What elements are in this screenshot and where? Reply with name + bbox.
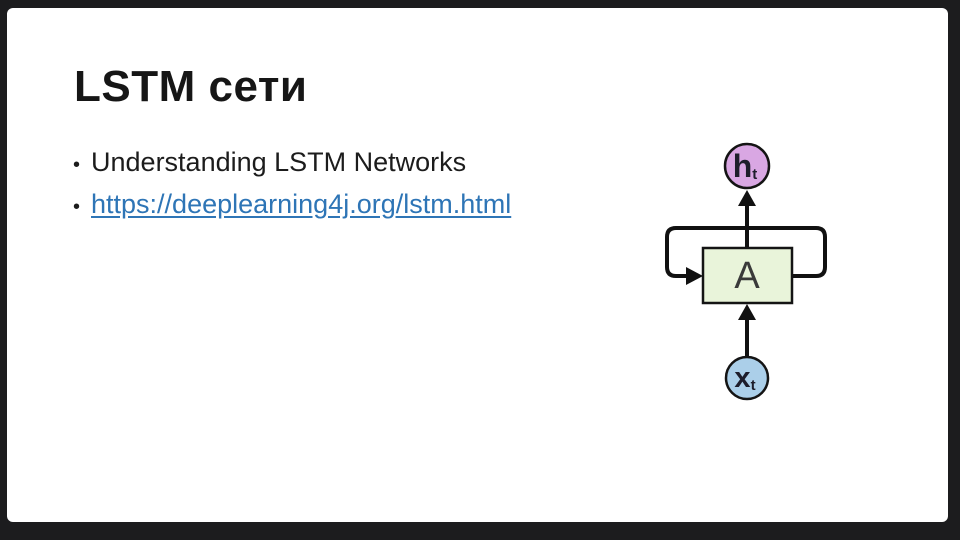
output-arrowhead — [738, 190, 756, 206]
slide-title: LSTM сети — [74, 62, 308, 111]
lstm-article-link[interactable]: https://deeplearning4j.org/lstm.html — [91, 189, 512, 219]
input-arrowhead — [738, 304, 756, 320]
output-node-circle — [723, 142, 771, 190]
bullet-dot: • — [73, 154, 81, 176]
input-node-circle — [724, 355, 770, 401]
cell-box — [701, 246, 794, 305]
output-node-label: ht — [733, 148, 758, 184]
bullet-item: • https://deeplearning4j.org/lstm.html — [73, 185, 511, 227]
bullet-label: Understanding LSTM Networks — [91, 147, 467, 177]
rnn-cell-diagram: A ht xt — [665, 142, 827, 401]
input-node-label: xt — [734, 362, 755, 394]
bullet-list: • Understanding LSTM Networks • https://… — [73, 143, 511, 227]
bullet-item: • Understanding LSTM Networks — [73, 143, 511, 185]
cell-label: A — [734, 255, 760, 297]
slide-canvas: LSTM сети • Understanding LSTM Networks … — [7, 8, 948, 522]
feedback-loop-arrowhead — [686, 267, 703, 285]
bullet-dot: • — [73, 196, 81, 218]
